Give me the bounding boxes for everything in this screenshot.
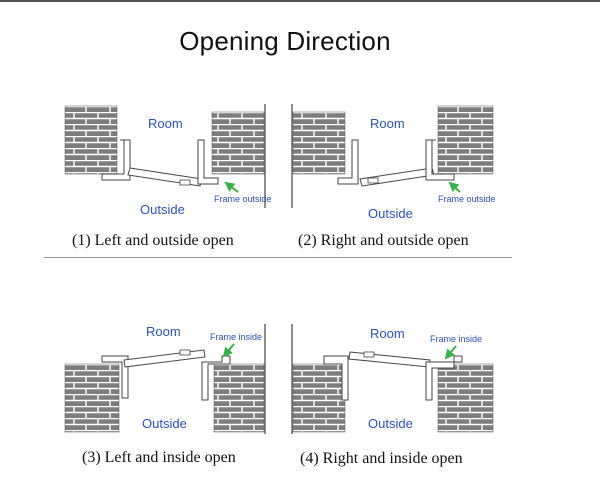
outside-label: Outside bbox=[142, 416, 187, 431]
door-handle bbox=[179, 349, 191, 356]
brick-wall-right bbox=[437, 105, 494, 175]
frame-label: Frame inside bbox=[210, 332, 262, 342]
hinge-frame bbox=[101, 139, 131, 181]
frame-pointer-arrow bbox=[444, 345, 457, 360]
door-leaf bbox=[127, 167, 203, 187]
door-handle bbox=[179, 179, 191, 186]
brick-wall-left bbox=[292, 111, 346, 175]
door-handle bbox=[367, 177, 379, 184]
brick-wall-right bbox=[211, 111, 265, 175]
hinge-frame bbox=[425, 355, 463, 401]
outside-label: Outside bbox=[368, 416, 413, 431]
frame-label: Frame outside bbox=[214, 194, 272, 204]
frame-pointer-arrow bbox=[222, 343, 235, 358]
room-label: Room bbox=[146, 324, 181, 339]
frame-label: Frame outside bbox=[438, 194, 496, 204]
brick-wall-left bbox=[292, 363, 346, 433]
room-label: Room bbox=[370, 326, 405, 341]
door-leaf bbox=[123, 349, 206, 368]
top-border-line bbox=[0, 0, 600, 2]
caption-right-inside: (4) Right and inside open bbox=[300, 450, 463, 467]
brick-wall-right bbox=[213, 363, 265, 433]
latch-frame bbox=[201, 355, 231, 401]
brick-wall-right bbox=[437, 363, 494, 433]
brick-wall-left bbox=[64, 105, 118, 175]
brick-wall-left bbox=[64, 363, 120, 433]
latch-frame bbox=[197, 139, 219, 185]
frame-pointer-arrow bbox=[448, 181, 461, 193]
caption-right-outside: (2) Right and outside open bbox=[298, 232, 469, 249]
door-leaf bbox=[348, 351, 431, 368]
latch-frame bbox=[337, 139, 359, 185]
caption-left-outside: (1) Left and outside open bbox=[72, 232, 234, 249]
caption-left-inside: (3) Left and inside open bbox=[82, 449, 236, 466]
section-divider bbox=[44, 257, 512, 258]
latch-frame bbox=[323, 355, 349, 401]
door-handle bbox=[363, 351, 375, 358]
diagram-left-outside: Room Outside Frame outside bbox=[62, 100, 272, 230]
room-label: Room bbox=[370, 116, 405, 131]
room-label: Room bbox=[148, 116, 183, 131]
diagram-right-inside: Room Outside Frame inside bbox=[290, 310, 500, 440]
frame-label: Frame inside bbox=[430, 334, 482, 344]
hinge-frame bbox=[425, 139, 455, 181]
frame-pointer-arrow bbox=[224, 181, 239, 193]
page-title: Opening Direction bbox=[179, 26, 391, 56]
diagram-right-outside: Room Outside Frame outside bbox=[290, 100, 500, 230]
diagram-left-inside: Room Outside Frame inside bbox=[62, 310, 272, 440]
outside-label: Outside bbox=[140, 202, 185, 217]
outside-label: Outside bbox=[368, 206, 413, 221]
